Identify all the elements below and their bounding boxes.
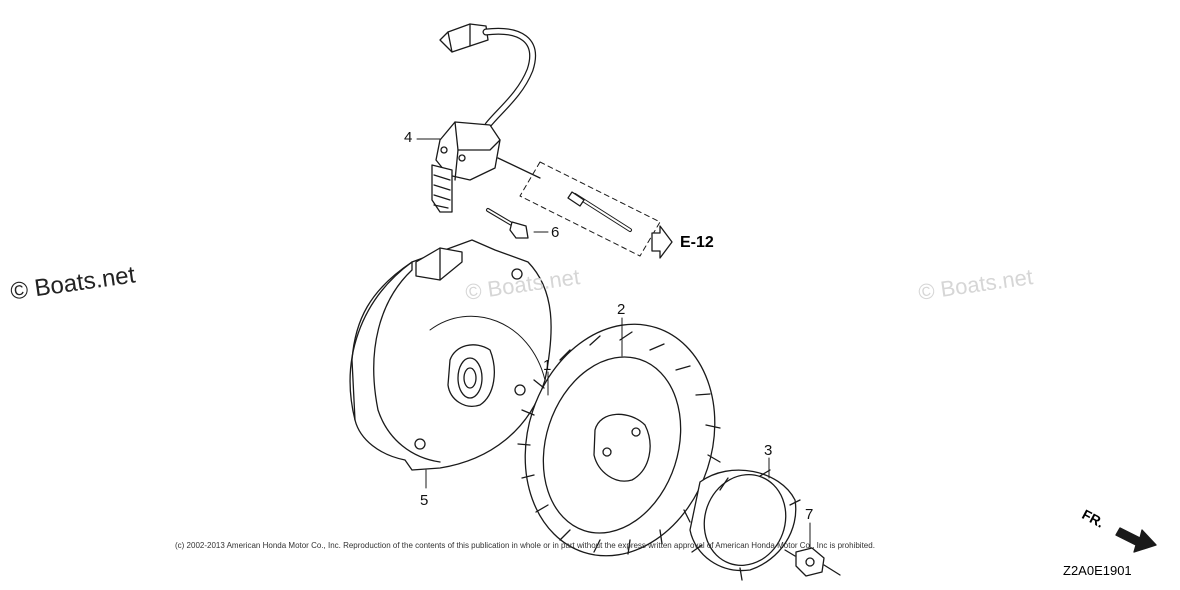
flange-nut-part-7	[795, 547, 841, 577]
starter-pulley-part-3	[689, 469, 801, 581]
front-direction-arrow	[1115, 527, 1157, 553]
callout-1: 1	[543, 357, 552, 374]
reference-label: E-12	[680, 234, 714, 251]
cooling-fan-part-2	[517, 323, 721, 557]
flywheel-part-5	[349, 239, 552, 471]
diagram-code: Z2A0E1901	[1063, 563, 1132, 578]
callout-2: 2	[617, 301, 626, 318]
callout-3: 3	[764, 442, 773, 459]
copyright-notice: (c) 2002-2013 American Honda Motor Co., …	[175, 541, 875, 550]
reference-arrow	[651, 225, 673, 259]
callout-4: 4	[404, 129, 413, 146]
flange-bolt-part-6	[486, 208, 529, 239]
callout-6: 6	[551, 224, 560, 241]
callout-7: 7	[805, 506, 814, 523]
mounting-bolt-group	[497, 157, 661, 257]
callout-5: 5	[420, 492, 429, 509]
leader-lines	[416, 138, 811, 549]
ignition-coil-part-4	[431, 23, 537, 213]
